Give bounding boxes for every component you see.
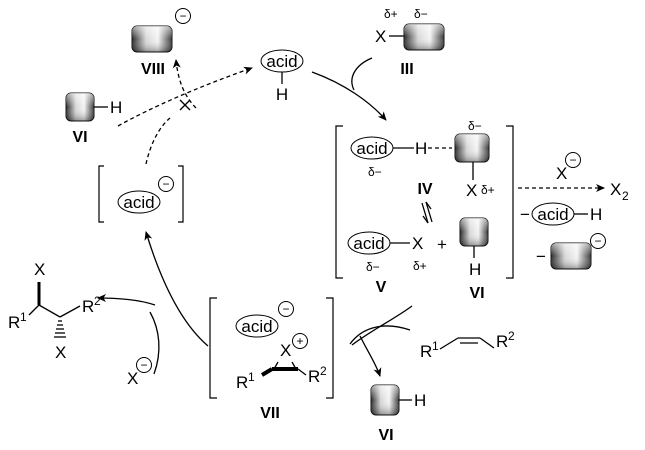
svg-text:X: X <box>55 343 66 362</box>
svg-text:1: 1 <box>432 339 439 353</box>
svg-text:−: − <box>140 358 147 372</box>
svg-text:−: − <box>536 247 546 266</box>
svg-text:−: − <box>520 205 530 224</box>
halide-release: X − X 2 − acid H − − <box>518 152 629 270</box>
svg-text:δ−: δ− <box>414 7 428 21</box>
svg-text:X: X <box>127 369 138 388</box>
svg-text:1: 1 <box>20 310 27 324</box>
label-VII: VII <box>260 405 280 422</box>
svg-text:H: H <box>414 391 426 410</box>
svg-text:δ+: δ+ <box>384 7 398 21</box>
alkene-substrate: R 1 R 2 <box>420 329 515 361</box>
svg-text:R: R <box>236 373 248 392</box>
svg-text:X: X <box>412 234 423 253</box>
svg-text:X: X <box>610 180 621 199</box>
hashed-bond <box>54 320 66 338</box>
svg-text:δ−: δ− <box>366 260 380 274</box>
label-VIII: VIII <box>141 61 165 78</box>
svg-text:X: X <box>34 260 45 279</box>
species-VIII: − VIII <box>131 8 191 78</box>
svg-text:−: − <box>594 234 601 248</box>
complex-IV-V: acid H δ− δ− X δ+ IV acid X δ− δ+ V + H <box>335 119 514 302</box>
svg-text:X: X <box>375 27 386 46</box>
cycle-arrows <box>97 57 413 377</box>
svg-text:H: H <box>110 98 122 117</box>
label-VI: VI <box>378 427 393 444</box>
svg-text:acid: acid <box>353 234 384 253</box>
label-V: V <box>376 279 387 296</box>
species-VII: acid − X + R 1 R 2 VII <box>209 297 334 422</box>
svg-text:+: + <box>437 235 447 254</box>
svg-text:2: 2 <box>94 294 101 308</box>
svg-text:−: − <box>282 302 289 316</box>
svg-text:δ−: δ− <box>468 119 482 133</box>
svg-text:δ−: δ− <box>368 165 382 179</box>
species-acid-H-top: acid H <box>260 49 304 104</box>
svg-text:acid: acid <box>241 317 272 336</box>
label-IV: IV <box>417 181 432 198</box>
species-VI-bottom: H VI <box>370 384 426 444</box>
label-III: III <box>400 61 413 78</box>
svg-text:2: 2 <box>320 364 327 378</box>
svg-text:acid: acid <box>123 193 154 212</box>
svg-text:δ+: δ+ <box>413 259 427 273</box>
halide-nucleophile: X − <box>127 357 152 388</box>
svg-text:H: H <box>415 139 427 158</box>
svg-text:acid: acid <box>356 139 387 158</box>
svg-text:R: R <box>420 342 432 361</box>
species-acid-anion: acid − <box>98 165 184 223</box>
svg-text:X: X <box>466 181 477 200</box>
label-VI: VI <box>469 285 484 302</box>
species-III: δ+ δ− X III <box>375 7 445 78</box>
anion-charge: − <box>179 9 186 23</box>
svg-text:R: R <box>496 332 508 351</box>
svg-text:2: 2 <box>622 189 629 203</box>
svg-text:δ+: δ+ <box>481 183 495 197</box>
svg-text:+: + <box>296 334 303 348</box>
svg-text:X: X <box>556 164 567 183</box>
svg-text:H: H <box>276 85 288 104</box>
svg-text:H: H <box>469 260 481 279</box>
dihalide-product: X R 1 R 2 X <box>8 260 101 362</box>
label-VI: VI <box>72 129 87 146</box>
svg-text:acid: acid <box>537 205 568 224</box>
svg-text:R: R <box>8 313 20 332</box>
svg-text:acid: acid <box>266 52 297 71</box>
svg-text:1: 1 <box>248 370 255 384</box>
svg-text:−: − <box>569 153 576 167</box>
svg-text:R: R <box>308 367 320 386</box>
equilibrium-arrows <box>421 201 433 224</box>
svg-text:−: − <box>162 177 169 191</box>
svg-text:H: H <box>590 205 602 224</box>
svg-text:X: X <box>280 341 291 360</box>
species-VI-left: H VI <box>65 92 122 146</box>
svg-text:2: 2 <box>508 329 515 343</box>
svg-text:R: R <box>82 297 94 316</box>
